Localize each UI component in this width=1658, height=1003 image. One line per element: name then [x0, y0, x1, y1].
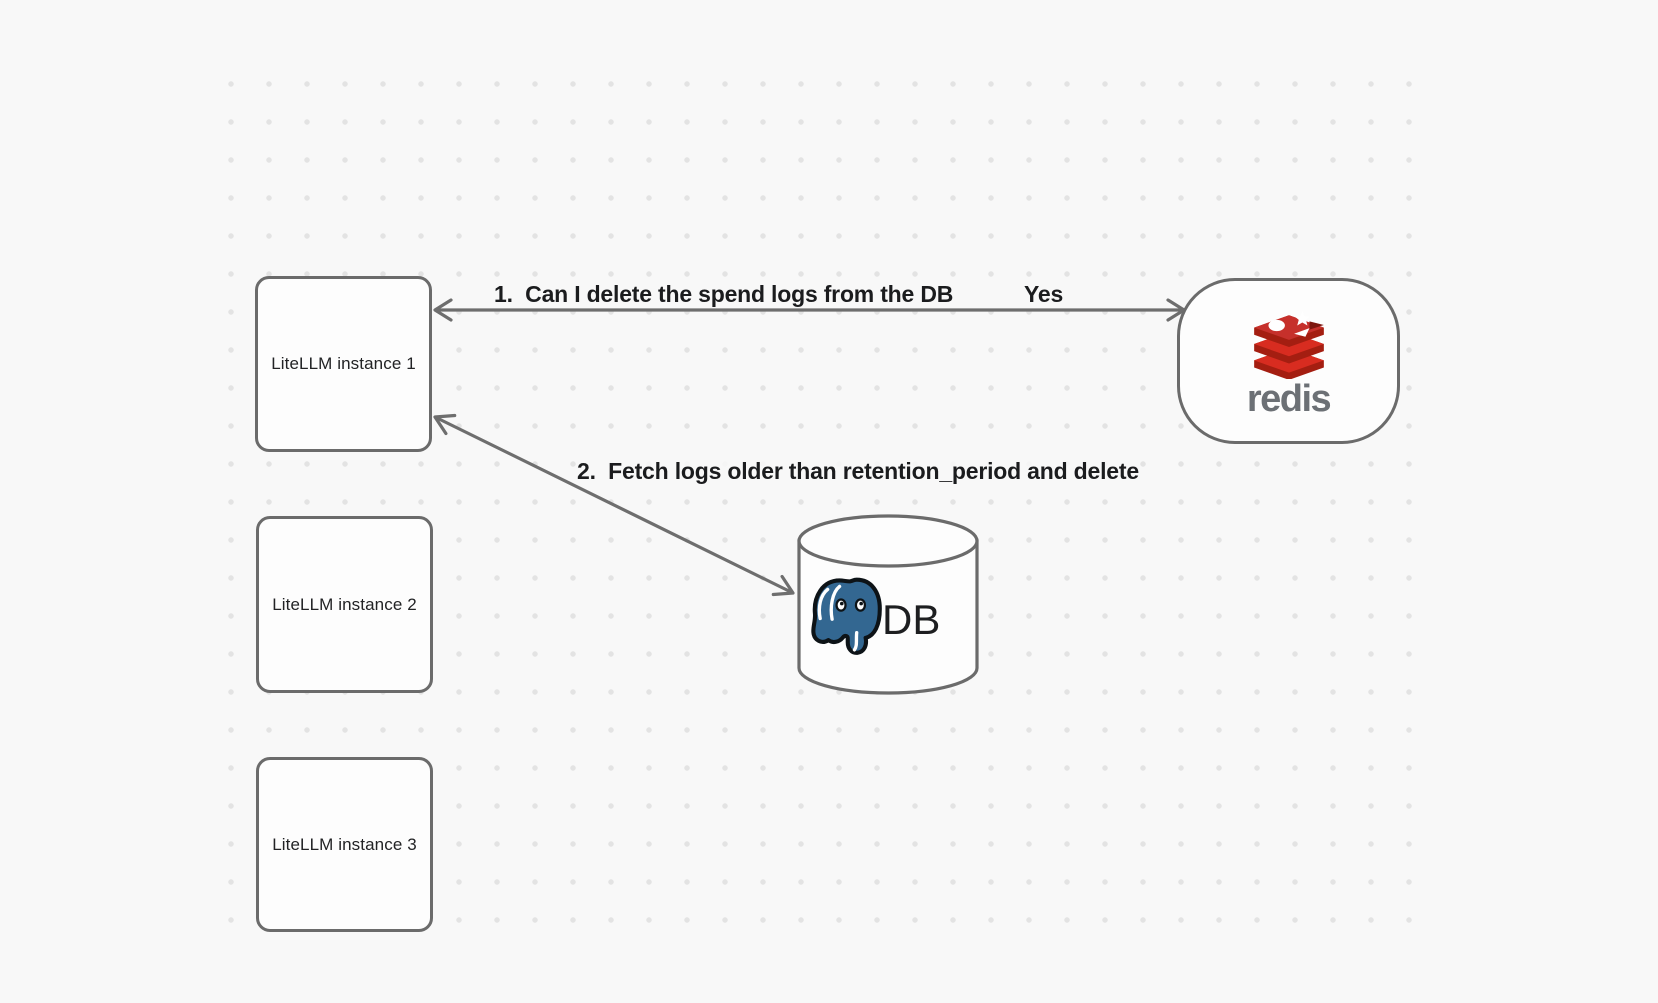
litellm-instance-2-node[interactable]: LiteLLM instance 2 — [256, 516, 433, 693]
postgresql-logo-icon — [811, 577, 882, 655]
litellm-instance-1-node[interactable]: LiteLLM instance 1 — [255, 276, 432, 452]
litellm-instance-3-label: LiteLLM instance 3 — [272, 834, 417, 854]
arrow1-label[interactable]: 1. Can I delete the spend logs from the … — [494, 281, 954, 307]
db-label: DB — [882, 596, 941, 643]
redis-label: redis — [1246, 377, 1332, 420]
arrow2-label[interactable]: 2. Fetch logs older than retention_perio… — [577, 458, 1139, 484]
litellm-instance-3-node[interactable]: LiteLLM instance 3 — [256, 757, 433, 932]
redis-node[interactable]: redis — [1177, 278, 1400, 444]
redis-logo-icon — [1253, 310, 1324, 379]
arrow-fetch-logs[interactable] — [433, 413, 795, 597]
litellm-instance-2-label: LiteLLM instance 2 — [272, 594, 417, 614]
litellm-instance-1-label: LiteLLM instance 1 — [271, 354, 416, 373]
arrow1-response-label[interactable]: Yes — [1024, 281, 1064, 307]
